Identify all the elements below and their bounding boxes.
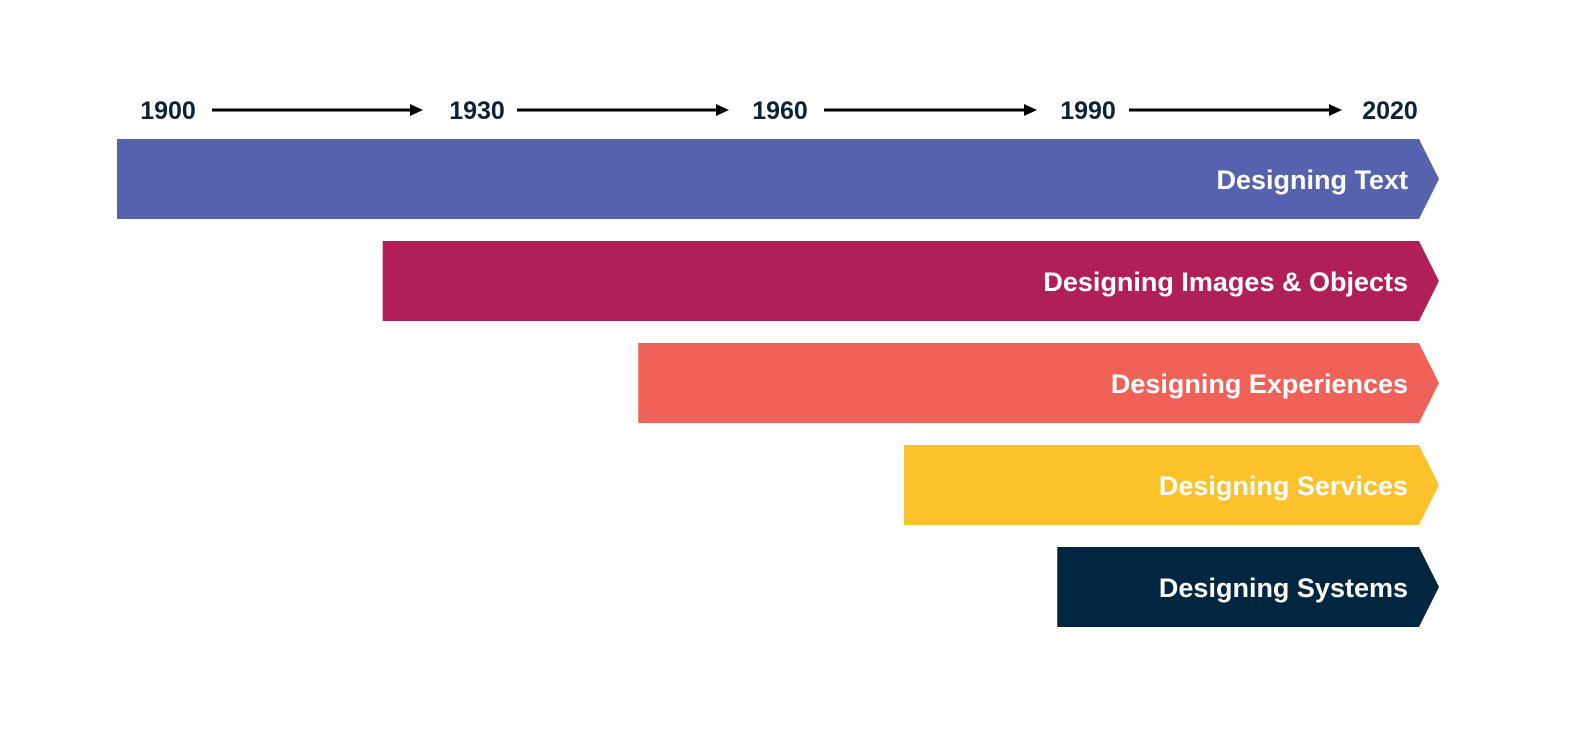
year-label-1900: 1900	[140, 97, 196, 125]
year-label-2020: 2020	[1362, 97, 1418, 125]
band-label-designing-text: Designing Text	[1216, 165, 1408, 195]
year-label-1930: 1930	[449, 97, 505, 125]
band-designing-images-objects	[382, 241, 1440, 321]
band-label-designing-systems: Designing Systems	[1159, 573, 1408, 603]
year-axis: 1900 1930 1960 1990 2020	[140, 97, 1418, 125]
axis-arrow-3-head	[1024, 104, 1037, 116]
band-label-designing-experiences: Designing Experiences	[1111, 369, 1408, 399]
band-designing-text	[117, 139, 1439, 219]
year-label-1990: 1990	[1060, 97, 1116, 125]
band-label-designing-services: Designing Services	[1159, 471, 1408, 501]
band-designing-services	[903, 445, 1439, 525]
timeline-bands: Designing Text Designing Images & Object…	[117, 139, 1440, 627]
band-designing-experiences	[638, 343, 1439, 423]
axis-arrow-4-head	[1329, 104, 1342, 116]
axis-arrow-2-head	[716, 104, 729, 116]
axis-arrow-1-head	[410, 104, 423, 116]
band-designing-systems	[1057, 547, 1439, 627]
year-label-1960: 1960	[752, 97, 808, 125]
band-label-designing-images-objects: Designing Images & Objects	[1043, 267, 1408, 297]
